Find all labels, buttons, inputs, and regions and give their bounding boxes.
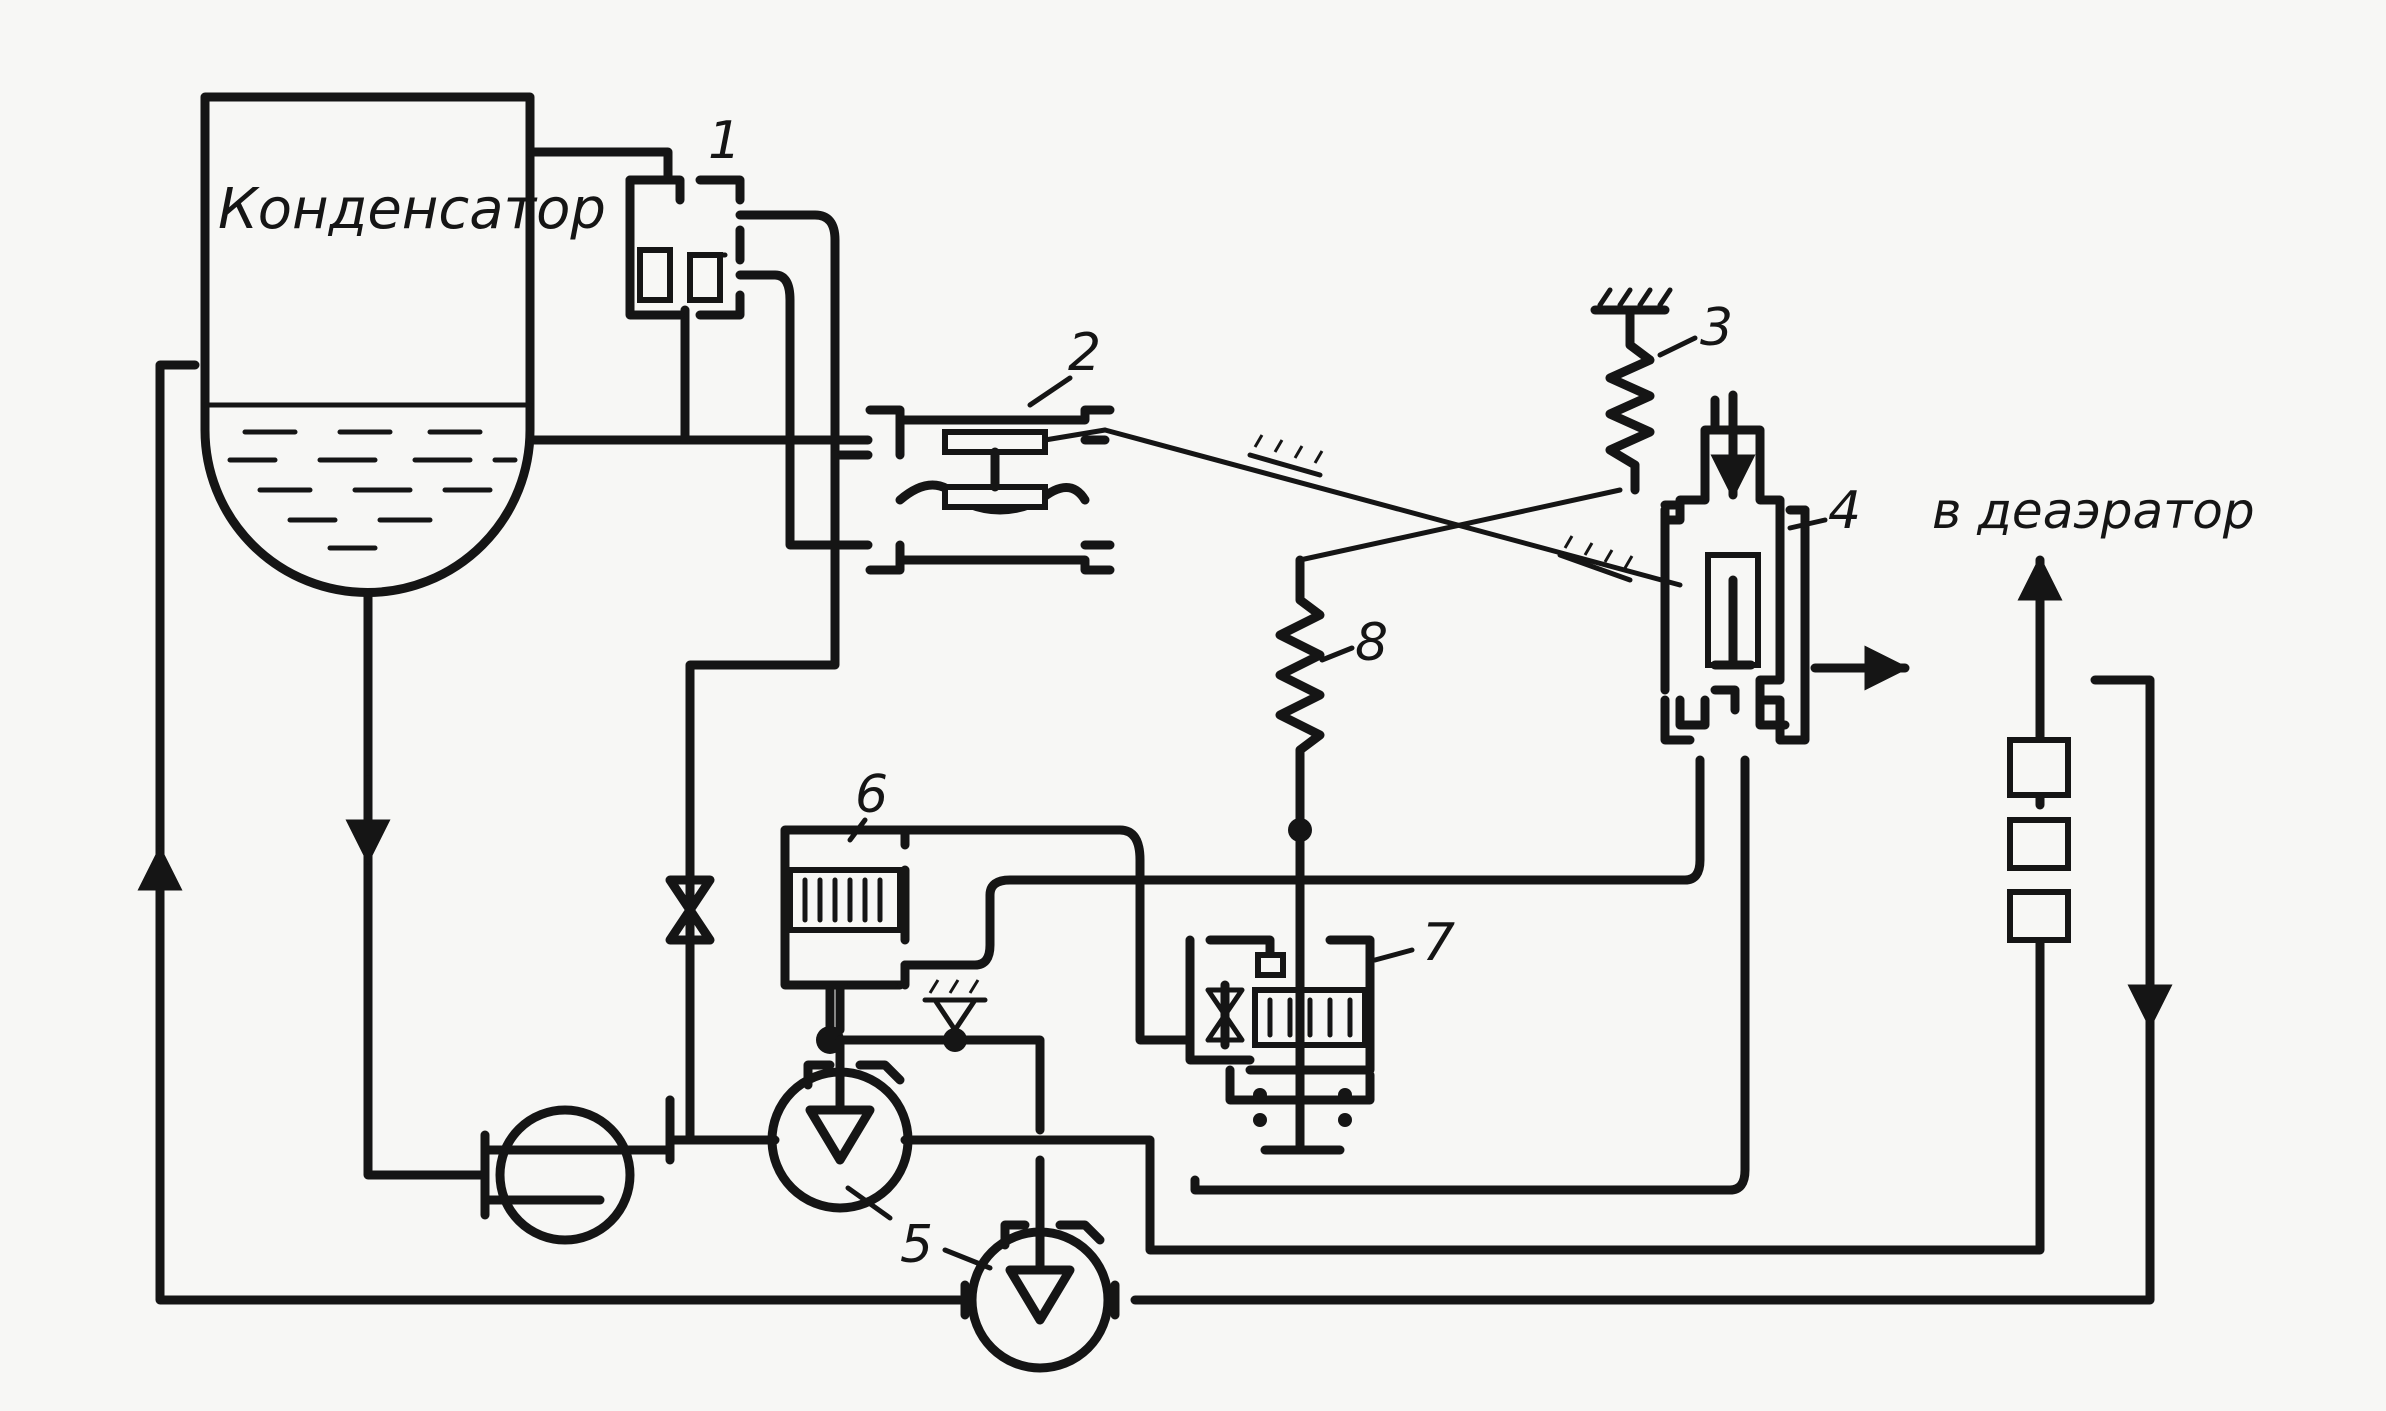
regulator-2 — [865, 405, 1115, 575]
fixed-pivots — [922, 434, 1634, 1033]
leader-5b — [942, 1247, 993, 1271]
label-5: 5 — [900, 1215, 933, 1275]
leader-5a — [845, 1185, 893, 1221]
orifice-blocks — [2007, 737, 2071, 943]
leader-6 — [847, 817, 868, 843]
leader-3 — [1657, 335, 1698, 358]
valve-5-upper — [767, 1035, 913, 1213]
label-8: 8 — [1355, 613, 1388, 673]
label-3: 3 — [1700, 298, 1733, 358]
throttle-valve — [665, 875, 715, 945]
leader-7 — [1372, 947, 1415, 963]
label-7: 7 — [1422, 913, 1455, 973]
spring-8 — [1275, 555, 1325, 965]
regulator-1 — [625, 175, 745, 320]
condenser-label: Конденсатор — [218, 177, 606, 242]
servomotor-6 — [780, 825, 967, 1054]
spring-3 — [1590, 287, 1673, 495]
condensate-pump — [480, 1095, 675, 1245]
label-2: 2 — [1068, 323, 1101, 383]
regulator-7 — [1185, 935, 1375, 1155]
valve-5-lower — [960, 1210, 1120, 1373]
label-4: 4 — [1828, 481, 1861, 541]
condenser-tank — [200, 92, 535, 597]
leader-8 — [1319, 645, 1355, 663]
regulator-4 — [1660, 395, 1810, 745]
leader-4 — [1787, 517, 1828, 531]
leader-2 — [1027, 375, 1073, 408]
label-6: 6 — [855, 765, 888, 825]
deaerator-label: в деаэратор — [1932, 482, 2255, 540]
pipe-network — [155, 147, 2155, 1305]
label-1: 1 — [708, 111, 741, 171]
